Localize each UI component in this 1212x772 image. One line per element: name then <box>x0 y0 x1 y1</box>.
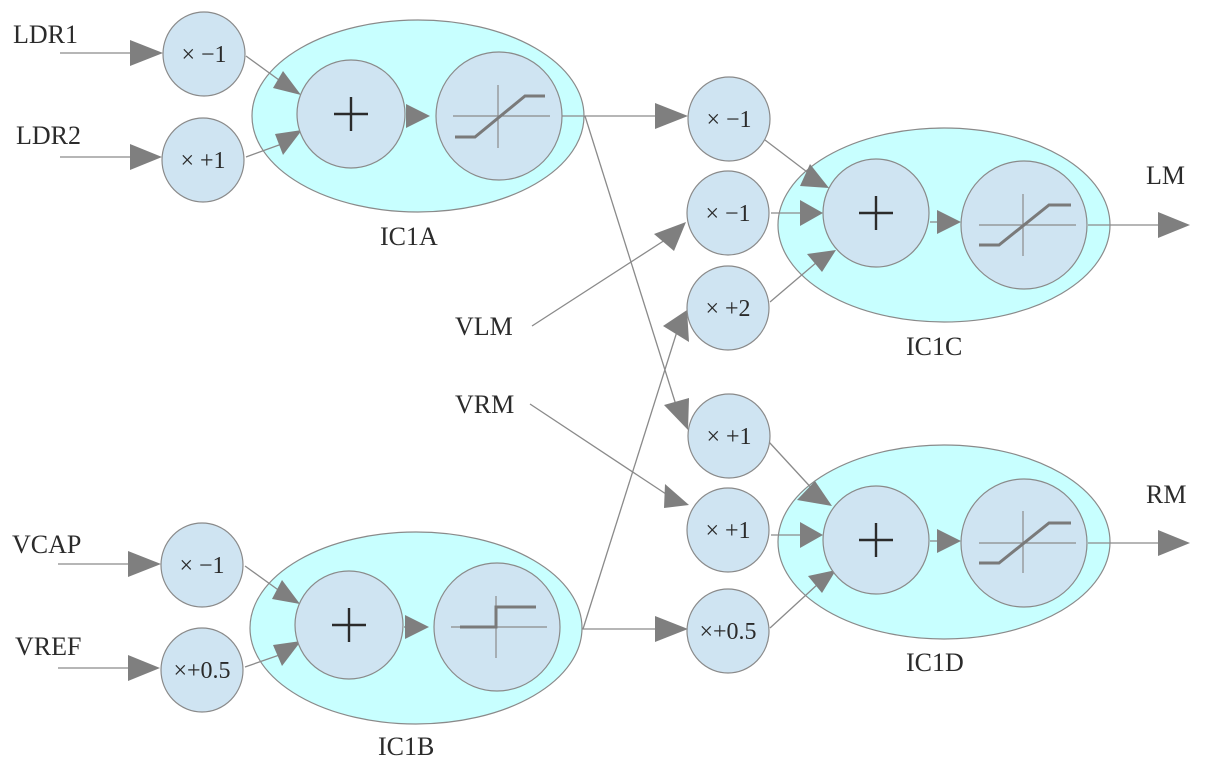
saturation-curve-icon <box>979 203 1071 247</box>
output-label-rm: RM <box>1146 480 1186 509</box>
gain-label: ×+0.5 <box>173 658 230 684</box>
arrow-ic1d-in2 <box>800 522 823 548</box>
arrow-vrm <box>664 484 689 508</box>
limiter-ic1d[interactable] <box>960 478 1088 608</box>
gain-label: × −1 <box>705 201 750 227</box>
arrow-to-ic1d-in3 <box>655 616 688 642</box>
block-label-ic1b: IC1B <box>378 732 434 761</box>
saturation-curve-icon <box>979 521 1071 565</box>
gain-label: × +2 <box>705 296 750 322</box>
arrow-vlm <box>654 222 686 251</box>
gain-label: × −1 <box>181 42 226 68</box>
gain-node-ic1d-in2[interactable]: × +1 <box>686 487 770 573</box>
input-label-vlm: VLM <box>455 312 513 341</box>
arrow-ic1c-sum <box>937 210 961 234</box>
arrow-ic1a-in2 <box>275 130 302 155</box>
block-label-ic1c: IC1C <box>906 332 962 361</box>
arrow-ic1b-in1 <box>272 580 300 604</box>
arrowheads <box>128 40 1190 681</box>
wire-ic1d-in1 <box>768 441 817 494</box>
input-label-vcap: VCAP <box>12 530 81 559</box>
input-label-vref: VREF <box>15 632 81 661</box>
gain-label: ×+0.5 <box>699 619 756 645</box>
summing-junction-ic1a[interactable] <box>296 59 406 169</box>
gain-label: × +1 <box>180 148 225 174</box>
gain-node-ic1c-in1[interactable]: × −1 <box>687 76 771 162</box>
arrow-ic1a-sum <box>406 104 430 128</box>
block-label-ic1a: IC1A <box>380 222 438 251</box>
gain-node-ic1d-in1[interactable]: × +1 <box>687 393 771 479</box>
summing-junction-ic1d[interactable] <box>822 485 930 595</box>
arrow-lm-out <box>1158 212 1190 238</box>
wire-ic1d-in3 <box>769 583 819 629</box>
gain-node-ldr2[interactable]: × +1 <box>161 117 245 203</box>
summing-junction-ic1c[interactable] <box>822 158 930 268</box>
gain-node-vref[interactable]: ×+0.5 <box>160 627 244 713</box>
arrow-ic1d-sum <box>937 529 961 553</box>
arrow-ic1c-in1 <box>800 164 829 188</box>
arrow-ldr2 <box>130 144 162 170</box>
gain-label: × −1 <box>706 107 751 133</box>
gain-node-ic1c-in3[interactable]: × +2 <box>686 265 770 351</box>
summing-junction-ic1b[interactable] <box>294 570 404 680</box>
arrow-ic1b-in2 <box>273 641 301 666</box>
arrow-ic1a-in1 <box>273 71 301 95</box>
wire-vlm <box>531 239 666 327</box>
arrow-ic1d-in3 <box>808 570 836 593</box>
input-label-ldr1: LDR1 <box>13 20 78 49</box>
wire-ic1a-to-ic1d <box>584 115 677 406</box>
arrow-ic1c-in2 <box>800 200 823 226</box>
arrow-ic1c-in3 <box>807 250 836 272</box>
limiter-ic1c[interactable] <box>960 160 1088 290</box>
step-curve-icon <box>460 605 536 629</box>
output-label-lm: LM <box>1146 161 1185 190</box>
gain-node-ic1d-in3[interactable]: ×+0.5 <box>686 588 770 674</box>
saturation-curve-icon <box>455 94 545 139</box>
arrow-vref <box>128 655 160 681</box>
input-label-vrm: VRM <box>455 390 514 419</box>
arrow-to-ic1c-in3 <box>663 310 689 342</box>
gain-label: × −1 <box>179 553 224 579</box>
arrow-to-ic1d-in1 <box>664 398 689 430</box>
block-label-ic1d: IC1D <box>906 648 964 677</box>
gain-label: × +1 <box>706 424 751 450</box>
gain-node-vcap[interactable]: × −1 <box>160 522 244 608</box>
wire-ic1b-to-ic1c <box>582 321 681 630</box>
arrow-ic1d-in1 <box>797 481 832 506</box>
input-label-ldr2: LDR2 <box>16 121 81 150</box>
wire-vrm <box>529 403 670 497</box>
wire-ic1c-in3 <box>769 261 818 303</box>
arrow-ldr1 <box>130 40 163 66</box>
limiter-ic1b[interactable] <box>433 562 561 692</box>
gain-node-ldr1[interactable]: × −1 <box>162 11 246 97</box>
gain-node-ic1c-in2[interactable]: × −1 <box>686 170 770 256</box>
gain-nodes: × −1 × +1 × −1 ×+0.5 × −1 × −1 × +2 × <box>160 11 771 713</box>
arrow-vcap <box>128 551 161 577</box>
limiter-ic1a[interactable] <box>435 51 563 181</box>
arrow-ic1b-sum <box>405 615 429 639</box>
gain-label: × +1 <box>705 518 750 544</box>
arrow-rm-out <box>1158 530 1190 556</box>
arrow-to-ic1c-in1 <box>655 103 688 129</box>
